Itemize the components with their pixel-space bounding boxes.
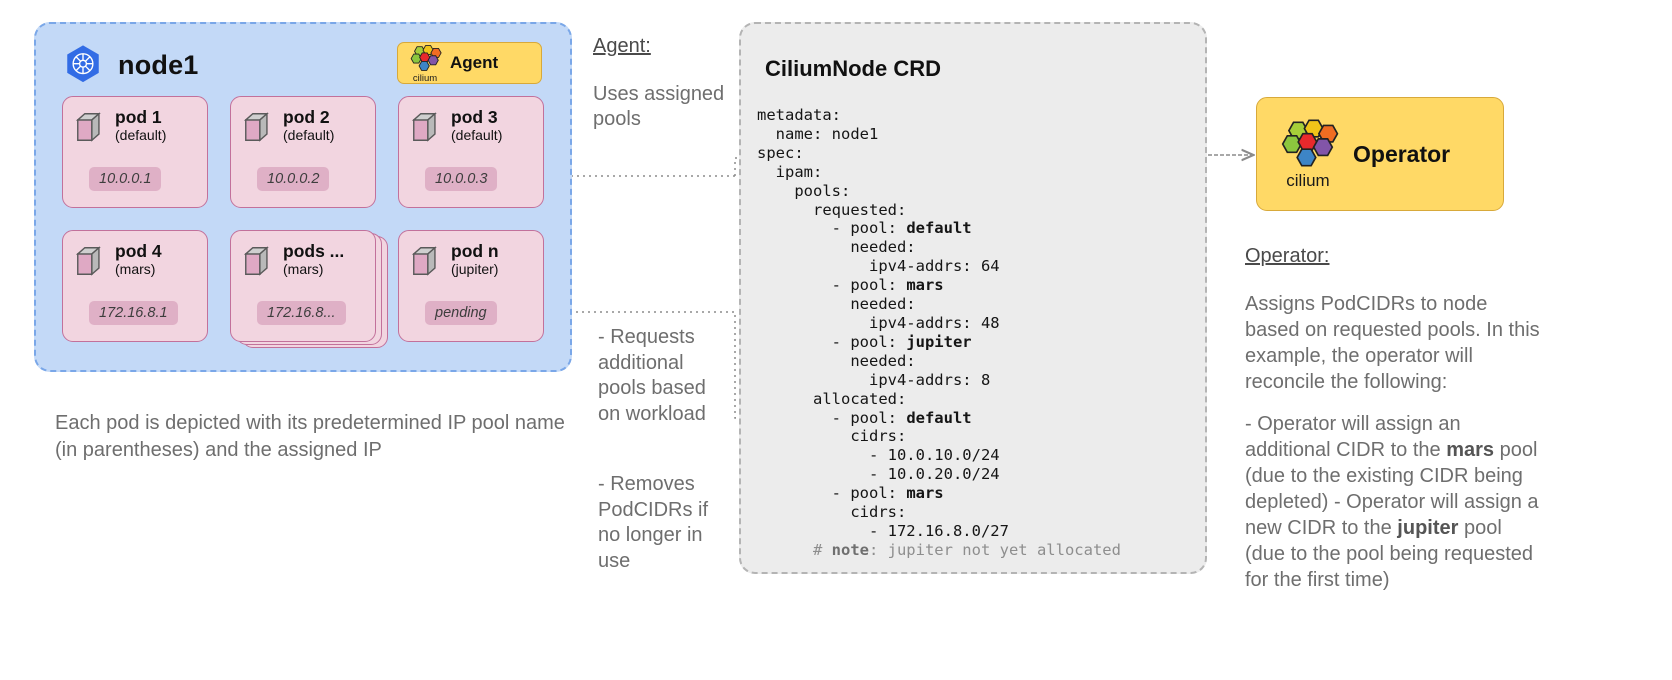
operator-note-title: Operator: bbox=[1245, 245, 1330, 267]
container-cube-icon bbox=[76, 108, 106, 143]
crd-title: CiliumNode CRD bbox=[765, 56, 941, 81]
pod-pool: (mars) bbox=[115, 260, 156, 277]
node-header: node1 bbox=[62, 44, 199, 86]
pod-name: pod 4 bbox=[115, 241, 162, 261]
pod-ip-badge: 10.0.0.3 bbox=[425, 167, 498, 191]
pod-header: pods ... (mars) bbox=[244, 242, 344, 277]
node-container: node1 cilium Agent bbox=[34, 22, 572, 372]
node-title: node1 bbox=[118, 49, 199, 80]
pod-names: pod n (jupiter) bbox=[451, 242, 499, 277]
pod-name: pod 1 bbox=[115, 107, 162, 127]
pod-card[interactable]: pod 3 (default) 10.0.0.3 bbox=[398, 96, 544, 208]
cilium-logo-icon: cilium bbox=[1277, 119, 1339, 189]
pod-ip-badge: 10.0.0.1 bbox=[89, 167, 162, 191]
pod-ip-badge: 10.0.0.2 bbox=[257, 167, 330, 191]
operator-badge[interactable]: cilium Operator bbox=[1256, 97, 1504, 211]
pod-header: pod n (jupiter) bbox=[412, 242, 499, 277]
crd-yaml: metadata: name: node1 spec: ipam: pools:… bbox=[757, 106, 1121, 559]
pod-card[interactable]: pod 1 (default) 10.0.0.1 bbox=[62, 96, 208, 208]
pod-names: pod 3 (default) bbox=[451, 108, 502, 143]
operator-bullet-2: - Operator will assign a new CIDR to the… bbox=[1245, 491, 1539, 591]
pod-pool: (jupiter) bbox=[451, 260, 499, 277]
pod-header: pod 2 (default) bbox=[244, 108, 334, 143]
operator-note-para1: Assigns PodCIDRs to node based on reques… bbox=[1245, 293, 1540, 393]
operator-note: Operator: Assigns PodCIDRs to node based… bbox=[1245, 243, 1545, 593]
ciliumnode-crd-container: CiliumNode CRD metadata: name: node1 spe… bbox=[739, 22, 1207, 574]
pod-ip-badge: 172.16.8... bbox=[257, 301, 346, 325]
container-cube-icon bbox=[244, 108, 274, 143]
agent-label: Agent bbox=[450, 53, 499, 72]
note-spacer bbox=[1245, 395, 1545, 411]
pod-card[interactable]: pod n (jupiter) pending bbox=[398, 230, 544, 342]
bullet1-pool: mars bbox=[1446, 439, 1495, 461]
pod-card[interactable]: pod 2 (default) 10.0.0.2 bbox=[230, 96, 376, 208]
pod-pool: (mars) bbox=[283, 260, 324, 277]
pod-header: pod 1 (default) bbox=[76, 108, 166, 143]
agent-requests-note: - Requests additional pools based on wor… bbox=[598, 326, 706, 425]
container-cube-icon bbox=[412, 108, 442, 143]
bullet1-post: pool (due to the existing CIDR being dep… bbox=[1245, 439, 1538, 513]
pod-names: pod 2 (default) bbox=[283, 108, 334, 143]
node-caption: Each pod is depicted with its predetermi… bbox=[55, 412, 565, 461]
pod-header: pod 4 (mars) bbox=[76, 242, 162, 277]
bullet2-pre: - Operator will assign a new CIDR to the bbox=[1245, 491, 1539, 539]
bullet2-pool: jupiter bbox=[1397, 517, 1459, 539]
pod-ip-badge: 172.16.8.1 bbox=[89, 301, 178, 325]
cilium-wordmark: cilium bbox=[412, 72, 438, 84]
pod-names: pods ... (mars) bbox=[283, 242, 344, 277]
cilium-wordmark: cilium bbox=[1286, 171, 1330, 190]
agent-note-body: Uses assigned pools bbox=[593, 82, 725, 131]
bullet2-post: pool (due to the pool being requested fo… bbox=[1245, 517, 1533, 591]
operator-bullet-1: - Operator will assign an additional CID… bbox=[1245, 413, 1537, 513]
agent-removes-note: - Removes PodCIDRs if no longer in use bbox=[598, 473, 709, 572]
pod-names: pod 4 (mars) bbox=[115, 242, 162, 277]
pod-name: pods ... bbox=[283, 241, 345, 261]
pod-pool: (default) bbox=[283, 126, 335, 143]
pod-name: pod 2 bbox=[283, 107, 330, 127]
container-cube-icon bbox=[76, 242, 106, 277]
agent-badge[interactable]: cilium Agent bbox=[397, 42, 542, 84]
agent-note-title: Agent: bbox=[593, 35, 651, 57]
container-cube-icon bbox=[244, 242, 274, 277]
pod-card[interactable]: pods ... (mars) 172.16.8... bbox=[230, 230, 376, 342]
pod-header: pod 3 (default) bbox=[412, 108, 502, 143]
pod-name: pod n bbox=[451, 241, 499, 261]
cilium-logo-icon: cilium bbox=[408, 45, 442, 84]
pod-ip-badge: pending bbox=[425, 301, 497, 325]
pod-name: pod 3 bbox=[451, 107, 498, 127]
agent-note: Agent: Uses assigned pools bbox=[593, 34, 728, 133]
pod-pool: (default) bbox=[451, 126, 503, 143]
pod-pool: (default) bbox=[115, 126, 167, 143]
operator-label: Operator bbox=[1353, 140, 1451, 167]
kubernetes-icon bbox=[62, 44, 104, 86]
pod-card[interactable]: pod 4 (mars) 172.16.8.1 bbox=[62, 230, 208, 342]
container-cube-icon bbox=[412, 242, 442, 277]
pod-names: pod 1 (default) bbox=[115, 108, 166, 143]
bullet1-pre: - Operator will assign an additional CID… bbox=[1245, 413, 1461, 461]
